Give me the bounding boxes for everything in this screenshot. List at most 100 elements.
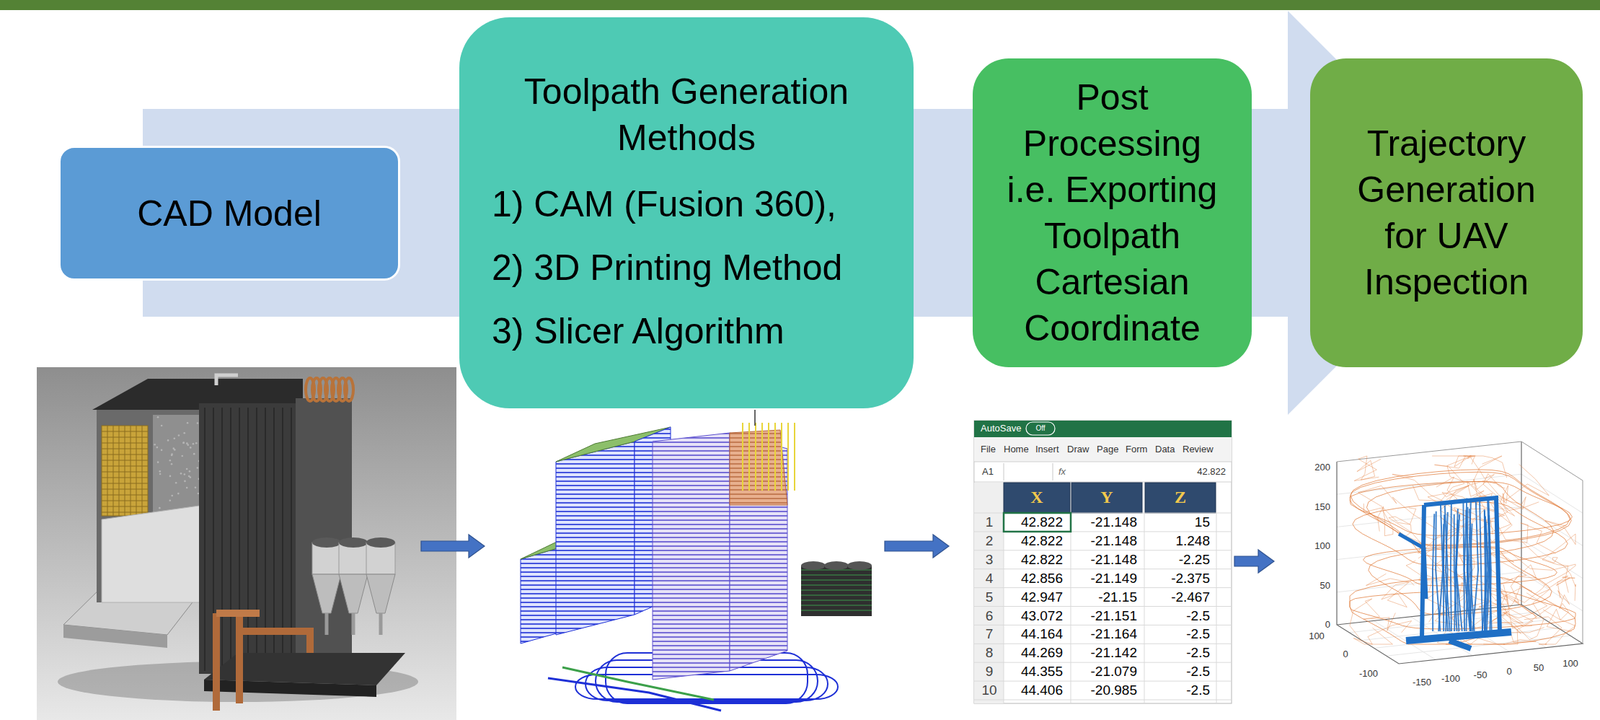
grid-line: [142, 425, 143, 516]
row-number: 3: [985, 551, 994, 568]
speckle: [183, 473, 187, 476]
speckle: [189, 475, 192, 479]
grid-line: [974, 624, 1232, 626]
process-box: Toolpath Generation Methods1) CAM (Fusio…: [459, 17, 914, 409]
grid-line: [101, 511, 148, 513]
ribbon: [974, 436, 1232, 462]
table-cell: -2.5: [1186, 663, 1210, 680]
silo-top: [801, 560, 826, 570]
silo-top: [366, 537, 396, 548]
grid-line: [107, 425, 109, 516]
axis-tick: 200: [1314, 462, 1331, 474]
box-title: CAD Model: [136, 191, 322, 236]
silo-path: [847, 599, 872, 600]
silo-top: [847, 560, 872, 570]
toolpath-line: [787, 422, 789, 491]
grid-panel: [101, 425, 148, 516]
orange-trajectory: [1546, 590, 1572, 632]
casing: [96, 408, 205, 603]
toolpath-line: [793, 422, 796, 491]
formula-value: 42.822: [1196, 466, 1226, 478]
list-item: 1) CAM (Fusion 360),: [491, 182, 837, 226]
column-header: Y: [1100, 487, 1113, 508]
silo-top: [312, 537, 342, 548]
grid-line: [130, 425, 132, 516]
grid-line: [974, 605, 1232, 607]
axis-tick: 50: [1533, 662, 1544, 674]
silo-path: [801, 589, 826, 590]
pipe: [216, 374, 238, 386]
toolpath-line: [754, 409, 756, 426]
speckle: [169, 459, 172, 462]
axis-tick: 100: [1562, 658, 1579, 670]
cell-reference: A1: [982, 466, 994, 478]
speckle: [170, 454, 174, 457]
grid-line: [974, 643, 1232, 644]
silo-path: [824, 594, 849, 595]
grid-line: [101, 436, 148, 438]
silo-cone: [366, 573, 396, 613]
speckle: [186, 442, 189, 445]
axis-tick: -100: [1441, 673, 1461, 685]
speckle: [183, 480, 187, 483]
orange-trajectory: [1392, 473, 1464, 541]
grid-line: [1216, 512, 1218, 704]
silo: [801, 565, 826, 616]
silo: [847, 565, 872, 616]
grid-line: [974, 661, 1232, 663]
silo-pipe: [325, 612, 329, 635]
speckle: [172, 447, 175, 450]
ribbon-tab: Data: [1155, 444, 1175, 455]
table-cell: 42.822: [1021, 551, 1063, 568]
box-title: Post Processing i.e. Exporting Toolpath …: [1000, 74, 1225, 352]
orange-trajectory: [1494, 551, 1576, 603]
orange-trajectory: [1349, 480, 1572, 536]
grid-line: [101, 448, 148, 450]
speckle: [194, 486, 197, 489]
base-side: [204, 679, 377, 697]
blue-trajectory: [1456, 519, 1463, 631]
speckle: [197, 492, 200, 495]
toolpath-line: [748, 422, 750, 491]
axis-tick: 150: [1314, 501, 1331, 513]
speckle: [158, 506, 161, 510]
table-cell: 42.822: [1021, 532, 1063, 549]
row-number: 6: [985, 607, 994, 624]
grid-line: [974, 549, 1232, 551]
silo-cone: [312, 573, 342, 613]
silo-path: [801, 604, 826, 605]
grid-line: [1070, 512, 1072, 704]
list-item: 3) Slicer Algorithm: [491, 309, 785, 353]
blue-trajectory: [1443, 514, 1448, 631]
blue-trajectory: [1442, 523, 1445, 631]
speckle: [168, 499, 171, 502]
orange-trajectory: [1349, 590, 1576, 629]
process-box: CAD Model: [58, 145, 401, 281]
grid-line: [118, 425, 120, 516]
hopper-side: [63, 624, 168, 648]
speckle: [173, 436, 176, 440]
speckle: [183, 431, 186, 435]
silo: [824, 565, 849, 616]
axis-tick: -150: [1412, 677, 1432, 688]
column-header: X: [1030, 487, 1043, 508]
table-cell: -21.15: [1098, 589, 1138, 605]
orange-trajectory: [1353, 620, 1412, 644]
copper-pipe: [216, 609, 260, 617]
speckle: [153, 443, 156, 446]
silo-path: [824, 578, 849, 580]
speckle: [167, 439, 170, 442]
table-cell: -2.375: [1170, 570, 1210, 587]
grid-line: [101, 471, 148, 473]
row-number: 5: [985, 589, 994, 605]
toolpath-line: [761, 422, 763, 491]
toolpath-line: [741, 422, 744, 491]
speckle: [170, 494, 174, 497]
speckle: [186, 486, 189, 489]
speckle: [177, 492, 180, 495]
grid-line: [974, 699, 1232, 701]
table-cell: 15: [1194, 514, 1210, 530]
axis-tick: 0: [1506, 666, 1512, 678]
ui-text: AutoSave: [980, 423, 1022, 435]
